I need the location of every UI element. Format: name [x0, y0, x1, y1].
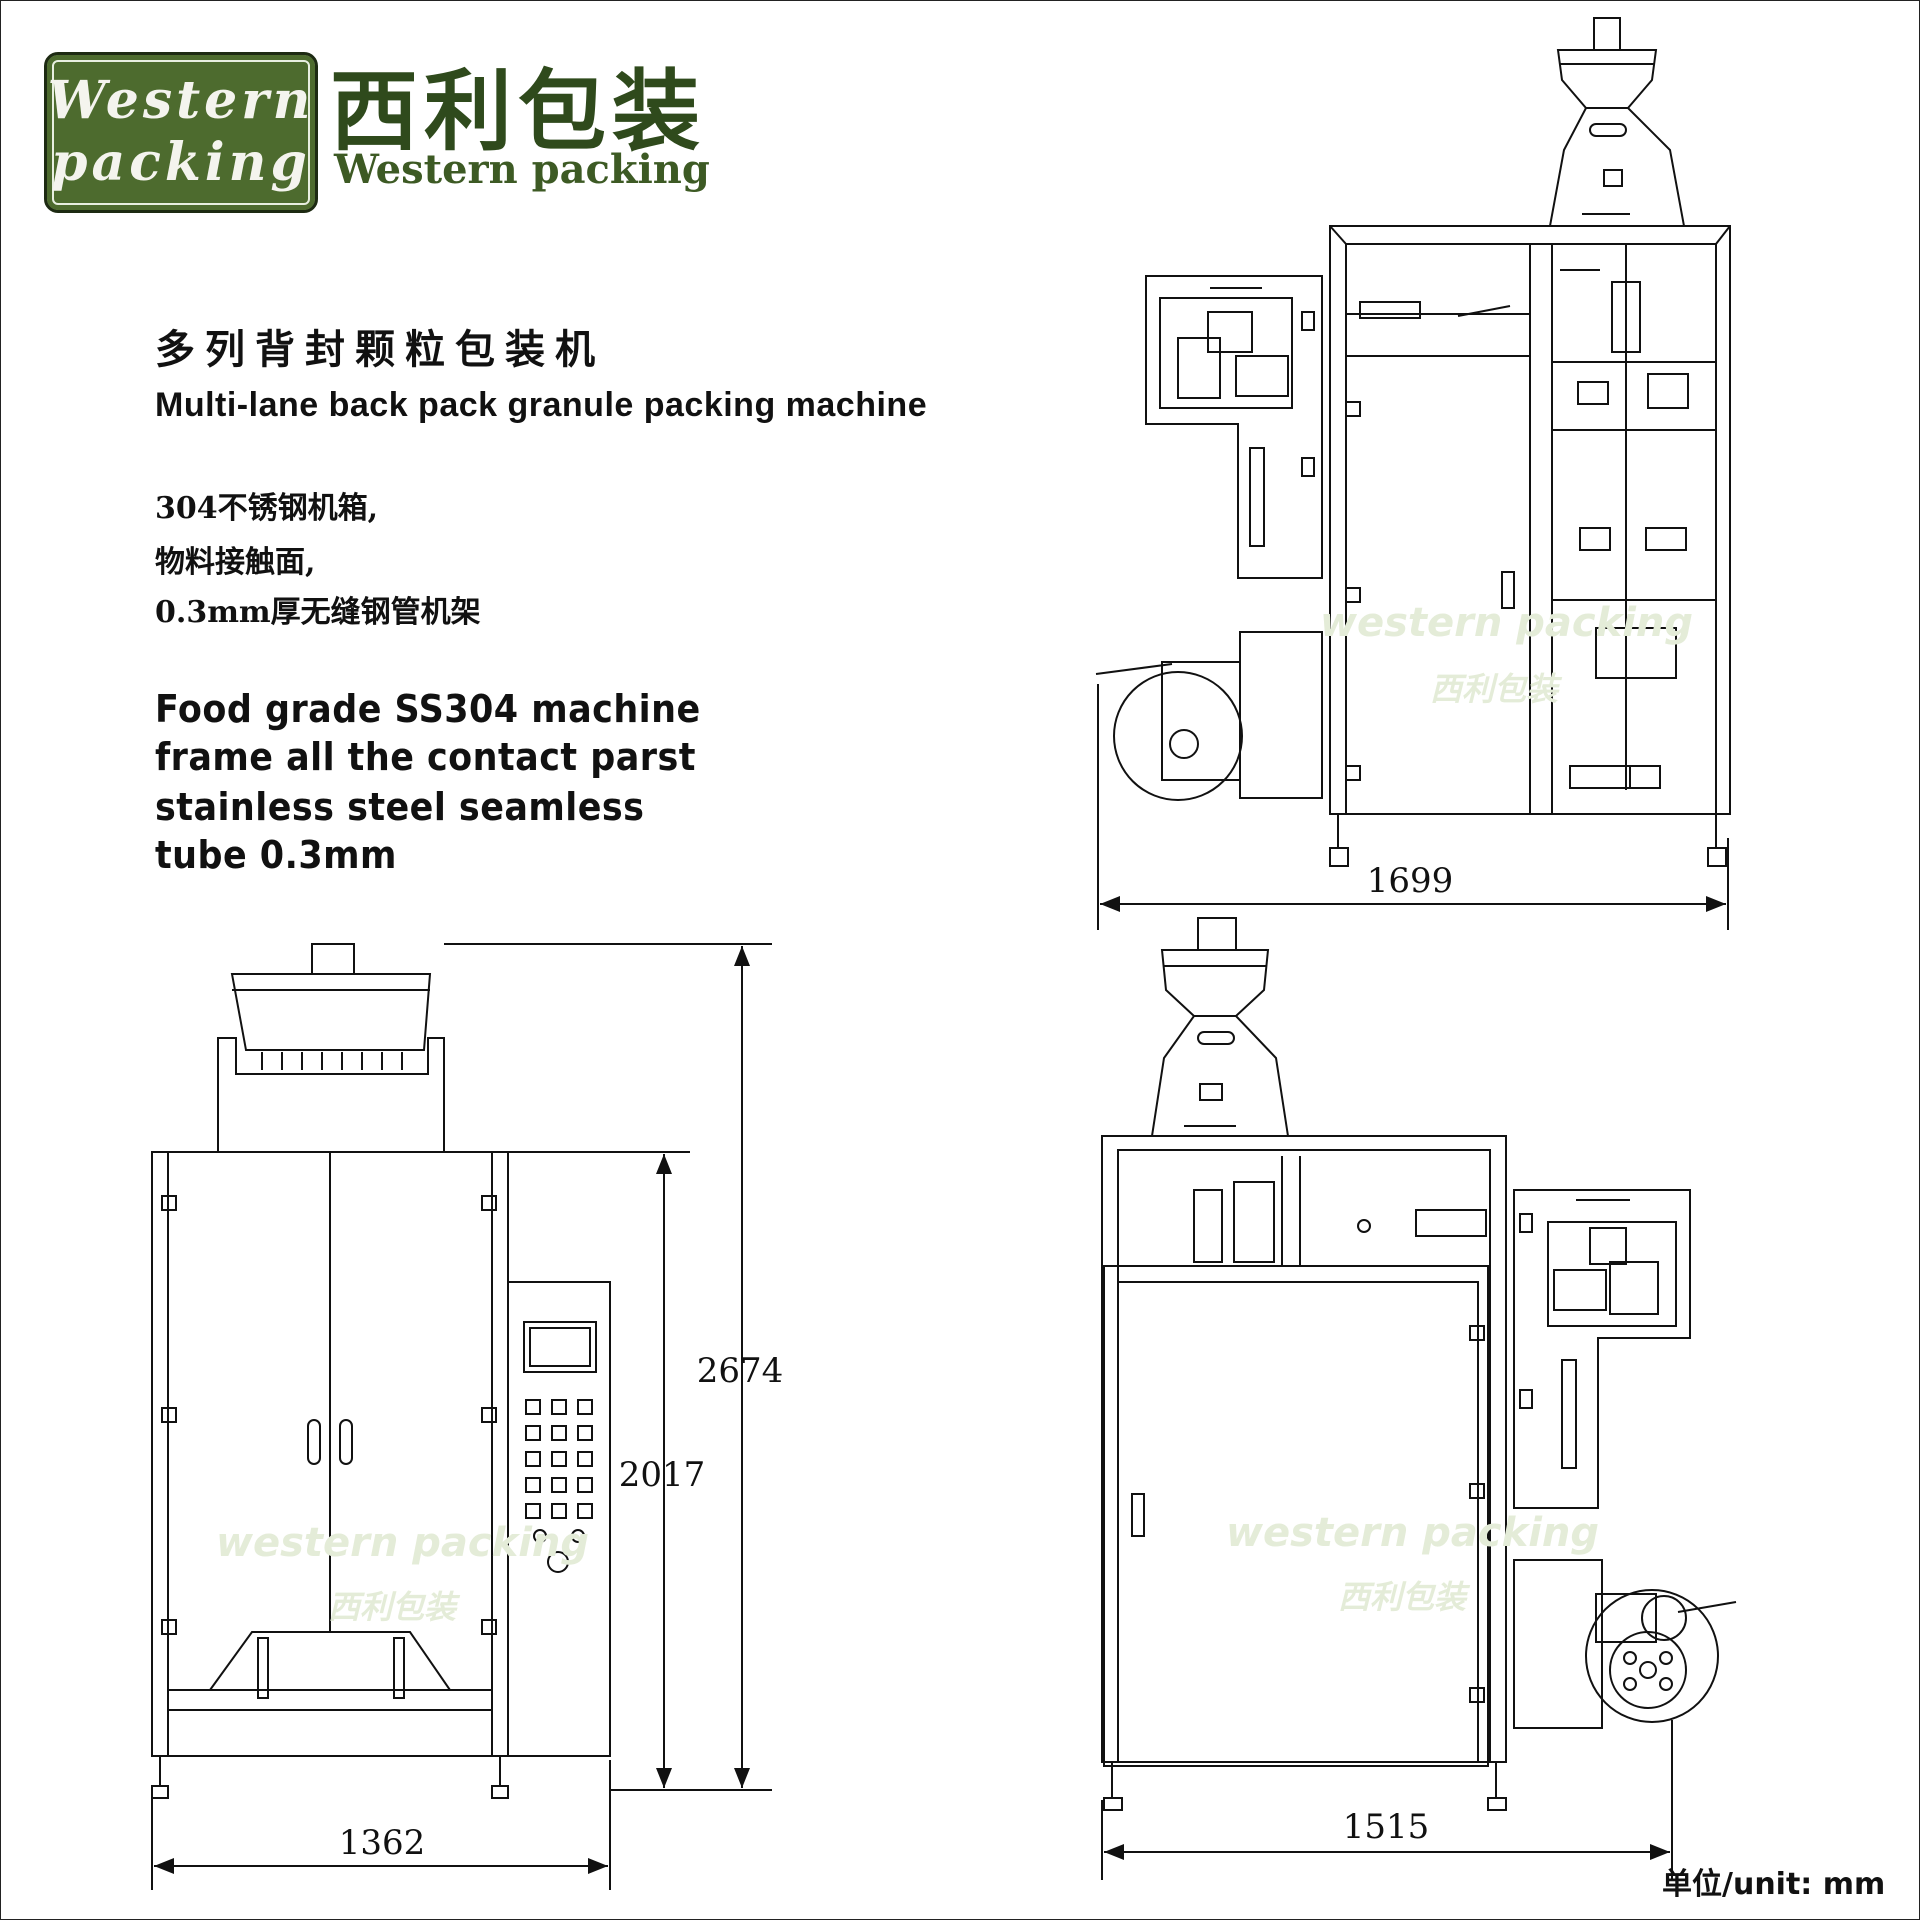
front-view-drawing: [151, 943, 611, 1799]
dimension-lines: [151, 684, 1729, 1890]
side-view2-drawing: [1101, 917, 1737, 1811]
side-view-drawing: [1095, 17, 1731, 867]
spec-en-line: frame all the contact parst: [155, 735, 696, 779]
unit-note: 单位/unit: mm: [1662, 1867, 1886, 1902]
dim-label-side-width: 1699: [1367, 861, 1454, 901]
brand-name-en: Western packing: [334, 146, 710, 193]
dim-label-side2-width: 1515: [1343, 1807, 1430, 1847]
watermark-en: western packing: [216, 1520, 589, 1566]
watermark-en: western packing: [1226, 1510, 1599, 1556]
dim-label-frame-height: 2017: [619, 1455, 706, 1495]
watermark-cn: 西利包装: [1338, 1578, 1471, 1616]
dim-label-front-width: 1362: [339, 1823, 426, 1863]
spec-en-line: tube 0.3mm: [155, 833, 397, 877]
brand-logo: Western packing: [44, 52, 318, 213]
brand-name-cn: 西利包装: [330, 60, 707, 163]
spec-en-line: Food grade SS304 machine: [155, 687, 701, 731]
spec-cn-line: 304不锈钢机箱,: [155, 491, 379, 526]
spec-en-line: stainless steel seamless: [155, 785, 645, 829]
machine-title-en: Multi-lane back pack granule packing mac…: [155, 386, 928, 424]
machine-title-cn: 多列背封颗粒包装机: [155, 326, 605, 373]
watermark-en: western packing: [1320, 600, 1693, 646]
logo-text-line1: Western: [47, 70, 315, 131]
watermark-cn: 西利包装: [328, 1588, 461, 1626]
watermark-cn: 西利包装: [1430, 670, 1563, 708]
spec-cn-line: 物料接触面,: [155, 545, 316, 580]
logo-text-line2: packing: [51, 132, 311, 193]
dim-label-total-height: 2674: [697, 1351, 784, 1391]
spec-cn-line: 0.3mm厚无缝钢管机架: [155, 595, 481, 630]
